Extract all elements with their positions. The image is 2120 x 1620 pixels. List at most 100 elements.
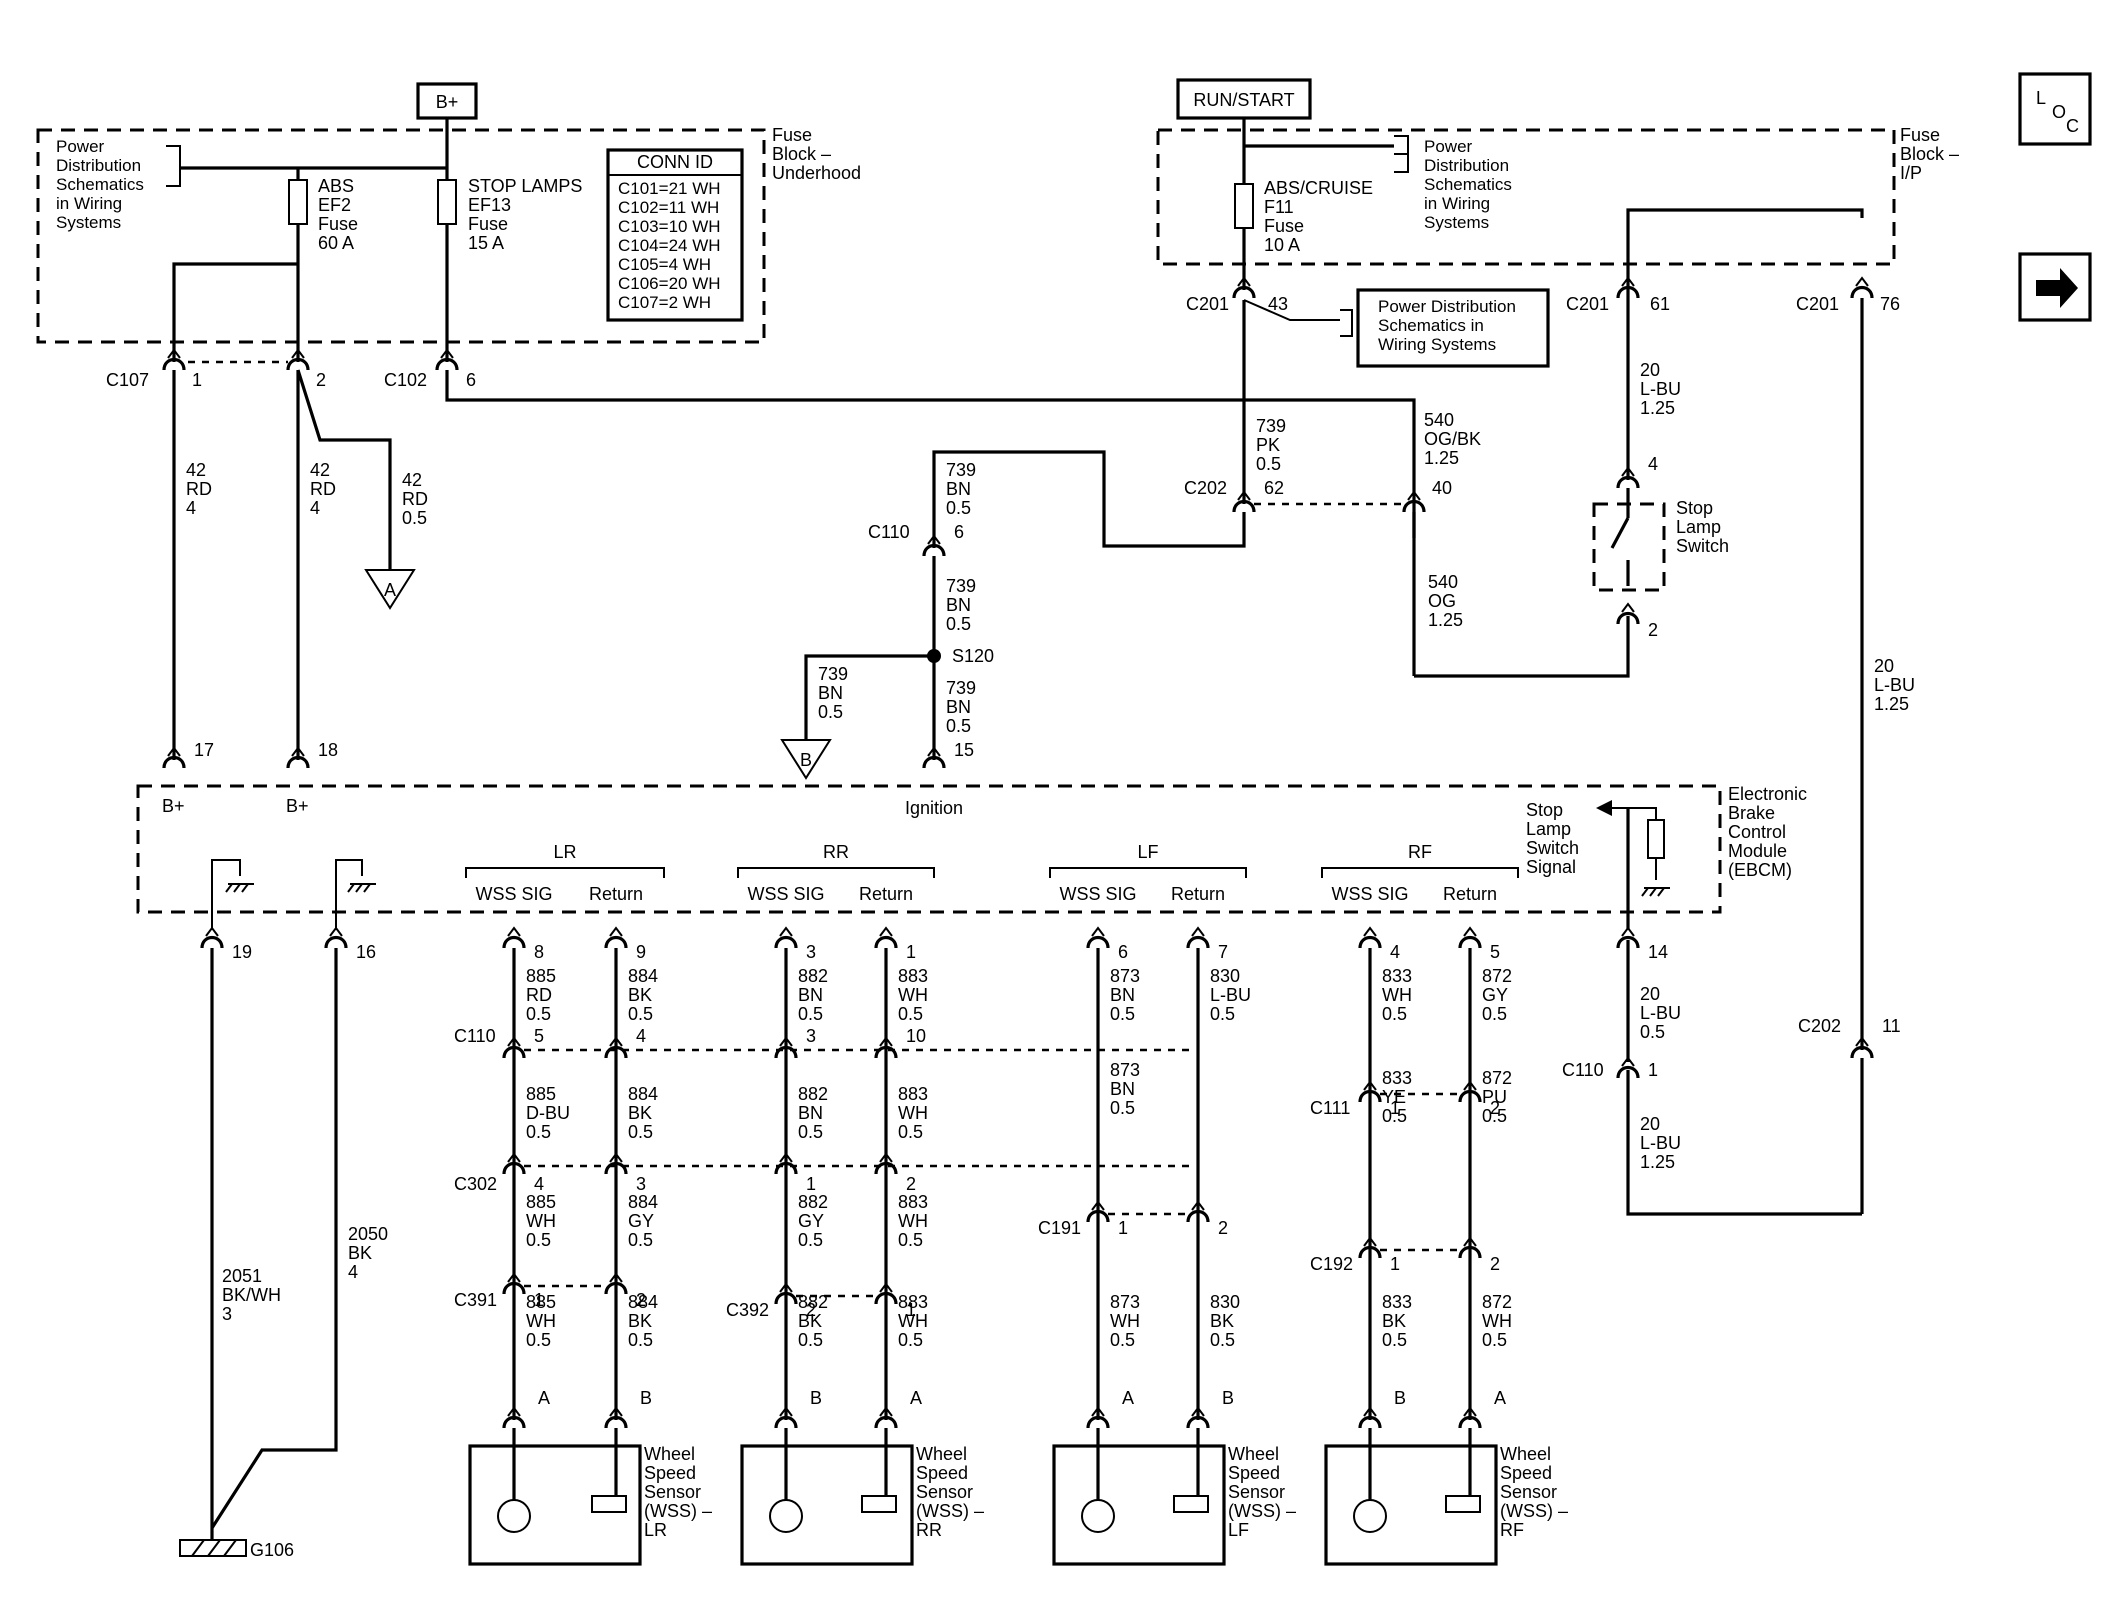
power-distribution-ref: Power: [56, 137, 105, 156]
ssw-pin-4-label: 4: [1648, 454, 1658, 474]
stop-lamp-switch-label: Switch: [1676, 536, 1729, 556]
wire-2050: [210, 948, 338, 1529]
connector-pin: [879, 1152, 893, 1163]
pin-label: 1: [906, 1300, 916, 1320]
connector-pin: [1191, 1200, 1205, 1211]
connector-pin: [502, 1161, 526, 1175]
ebcm-ground-16: [335, 859, 363, 930]
wss-sig-pin-label: 8: [534, 942, 544, 962]
ebcm-signal-wire: [1612, 807, 1657, 820]
ebcm-stop-signal-label: Stop: [1526, 800, 1563, 820]
pin-label: 2: [906, 1174, 916, 1194]
fuse-abs-cruise-label: F11: [1264, 197, 1294, 217]
connector-pin: [779, 1282, 793, 1293]
wire-2051-label: 3: [222, 1304, 232, 1324]
ebcm-pin-18: [286, 755, 310, 769]
terminal-label: A: [910, 1388, 922, 1408]
wire-540-og-label: 540: [1428, 572, 1458, 592]
c107-pin1-label: 1: [192, 370, 202, 390]
wire-ret-label: 872: [1482, 1292, 1512, 1312]
wire-739-bn-b-label: BN: [946, 595, 971, 615]
connector-pin: [502, 1281, 526, 1295]
wire-sig-label: 885: [526, 1192, 556, 1212]
fuse-block-ip-label: I/P: [1900, 163, 1922, 183]
c107-label: C107: [106, 370, 149, 390]
wheel-speed-sensor-box: [740, 1444, 914, 1566]
wire-42-rd-05-label: 42: [402, 470, 422, 490]
ebcm-pin-18: [291, 746, 305, 757]
wire-ret-label: BK: [1210, 1311, 1234, 1331]
wire-540-ogbk-label: OG/BK: [1424, 429, 1481, 449]
pin-label: 1: [806, 1174, 816, 1194]
return-pin: [1463, 926, 1477, 937]
c202-pin-11: [1855, 1036, 1869, 1047]
stop-lamp-switch-label: Lamp: [1676, 517, 1721, 537]
ebcm-module: [136, 784, 1722, 914]
sensor-pin: [1458, 1415, 1482, 1429]
wire-sig-label: 885: [526, 966, 556, 986]
g106-label: G106: [250, 1540, 294, 1560]
wss-sig-pin: [1363, 926, 1377, 937]
wire-stop-switch-out: [1414, 616, 1630, 678]
terminal-label: B: [640, 1388, 652, 1408]
wire-sig-label: 882: [798, 1192, 828, 1212]
c102-pin-6: [440, 348, 454, 359]
wire-sig-label: 882: [798, 1084, 828, 1104]
wire-ret-label: 0.5: [1482, 1106, 1507, 1126]
wire-sig-label: 0.5: [1110, 1004, 1135, 1024]
power-distribution-ref-2: Power: [1424, 137, 1473, 156]
connector-pin: [1086, 1209, 1110, 1223]
power-distribution-box-3: [1356, 288, 1550, 368]
wire-stop-lamp-feed: [445, 370, 1416, 538]
wire-ret-label: 883: [898, 1292, 928, 1312]
pin-label: 5: [534, 1026, 544, 1046]
fuse-stop-lamps-label: STOP LAMPS: [468, 176, 582, 196]
c107-pin-1: [162, 357, 186, 371]
c201-43-label: 43: [1268, 294, 1288, 314]
sensor-pin: [874, 1415, 898, 1429]
c202-62-label: 62: [1264, 478, 1284, 498]
loc-icon[interactable]: LOC: [2018, 72, 2092, 146]
sensor-coil-icon: [497, 1499, 531, 1533]
connector-pin: [874, 1291, 898, 1305]
ebcm-pin-15: [922, 755, 946, 769]
wss-sig-pin-label: 4: [1390, 942, 1400, 962]
wheel-speed-sensor-label: Wheel: [1500, 1444, 1551, 1464]
power-distribution-ref-2: Schematics: [1424, 175, 1512, 194]
sensor-pin: [502, 1415, 526, 1429]
wire-sig-label: 0.5: [798, 1230, 823, 1250]
wire-20-lbu-c-label: 0.5: [1640, 1022, 1665, 1042]
wheel-speed-sensor-label: Speed: [1228, 1463, 1280, 1483]
terminal-label: B: [1394, 1388, 1406, 1408]
connector-label: C392: [726, 1300, 769, 1320]
wire-739-bn-ground: [804, 654, 934, 740]
pin-15-label: 15: [954, 740, 974, 760]
return-pin: [1458, 935, 1482, 949]
connector-pin: [609, 1152, 623, 1163]
wire-c107-1: [172, 262, 298, 362]
fuse-abs: [288, 179, 308, 225]
wire-ret-label: 0.5: [1482, 1330, 1507, 1350]
wire-ret-label: L-BU: [1210, 985, 1251, 1005]
c102-label: C102: [384, 370, 427, 390]
wire-739-bn-a-label: BN: [946, 479, 971, 499]
wire-ret-label: 830: [1210, 1292, 1240, 1312]
c107-pin-1: [167, 348, 181, 359]
wire-sig-label: 873: [1110, 1292, 1140, 1312]
connector-pin: [879, 1036, 893, 1047]
c201-pin-43: [1232, 285, 1256, 299]
connector-pin: [1463, 1236, 1477, 1247]
sensor-pin: [1186, 1415, 1210, 1429]
wss-sig-pin: [502, 935, 526, 949]
wheel-speed-sensor-label: Wheel: [1228, 1444, 1279, 1464]
next-page-button[interactable]: [2018, 252, 2092, 322]
ebcm-ground-icon: [225, 883, 233, 893]
connector-pin: [879, 1282, 893, 1293]
wire-ret-label: 872: [1482, 1068, 1512, 1088]
switch-contact-arm: [1610, 517, 1630, 549]
wire-739-bn-d-label: BN: [946, 697, 971, 717]
sensor-pin: [774, 1415, 798, 1429]
c110-6-label: 6: [954, 522, 964, 542]
wire-739-pk-label: 739: [1256, 416, 1286, 436]
wire-739-bn-d-label: 739: [946, 678, 976, 698]
